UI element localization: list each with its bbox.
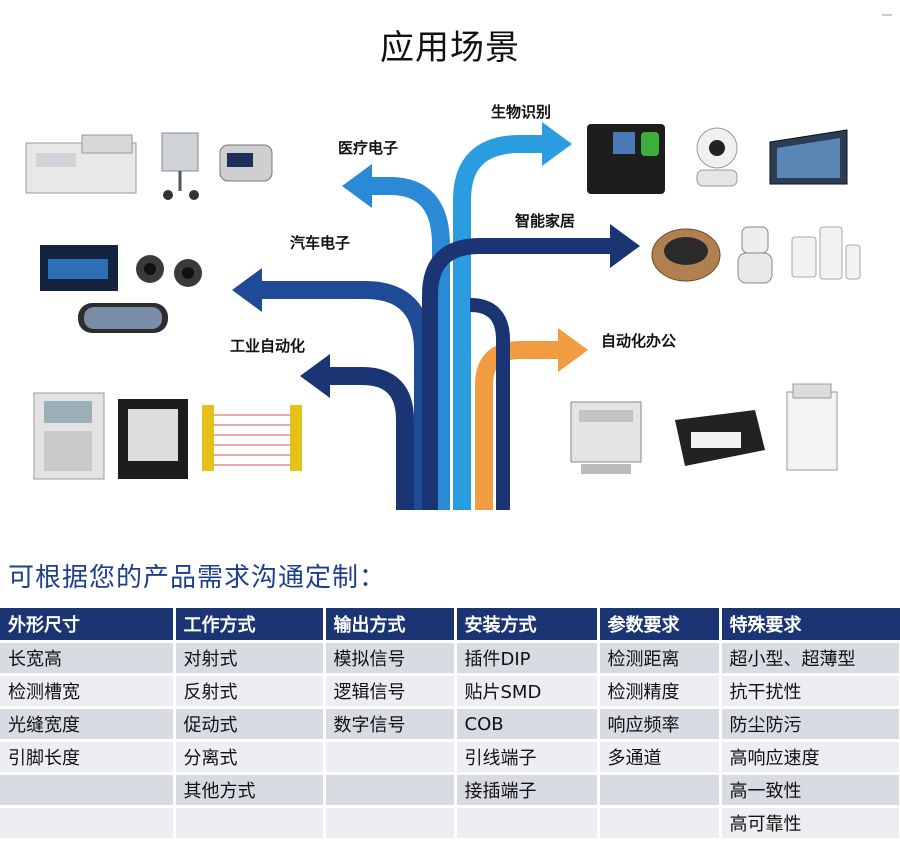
header-working-mode: 工作方式 [174,608,326,642]
page-title: 应用场景 [380,28,520,68]
arrow-industrial [325,367,414,510]
table-row: 高可靠性 [0,805,900,838]
arrowhead-office [558,328,588,372]
arrow-biometric [453,135,545,510]
table-cell: 高可靠性 [720,805,900,838]
medical-products-image [25,132,273,200]
table-cell: 逻辑信号 [324,673,457,708]
label-medical: 医疗电子 [338,139,399,157]
table-cell: 检测距离 [598,640,722,675]
label-auto: 汽车电子 [290,234,351,252]
table-cell: 响应频率 [598,706,722,741]
label-industrial: 工业自动化 [230,337,306,355]
label-smart-home: 智能家居 [515,212,576,230]
table-cell [324,772,457,807]
table-row: 长宽高 对射式 模拟信号 插件DIP 检测距离 超小型、超薄型 [0,640,900,675]
header-size: 外形尺寸 [0,608,176,642]
table-cell: 检测槽宽 [0,673,176,708]
table-cell [598,772,722,807]
table-row: 引脚长度 分离式 引线端子 多通道 高响应速度 [0,739,900,774]
arrowhead-auto [232,268,262,312]
table-cell: COB [455,706,600,741]
table-cell: 分离式 [174,739,326,774]
label-biometric: 生物识别 [491,103,552,121]
table-cell: 模拟信号 [324,640,457,675]
corner-mark [882,14,892,16]
table-cell [324,739,457,774]
table-cell: 引脚长度 [0,739,176,774]
table-cell: 防尘防污 [720,706,900,741]
arrowhead-biometric [542,122,572,166]
table-cell: 其他方式 [174,772,326,807]
biometric-products-image [587,124,848,194]
table-cell: 长宽高 [0,640,176,675]
table-cell [324,805,457,838]
table-cell [174,805,326,838]
table-cell: 多通道 [598,739,722,774]
table-row: 光缝宽度 促动式 数字信号 COB 响应频率 防尘防污 [0,706,900,741]
header-special: 特殊要求 [720,608,900,642]
arrow-office [475,341,560,510]
arrow-smart-home [422,238,612,510]
table-row: 其他方式 接插端子 高一致性 [0,772,900,807]
header-mounting: 安装方式 [455,608,600,642]
table-row: 检测槽宽 反射式 逻辑信号 贴片SMD 检测精度 抗干扰性 [0,673,900,708]
table-cell: 引线端子 [455,739,600,774]
arrowhead-industrial [300,354,330,398]
smart-home-products-image [651,226,861,284]
arrowhead-medical [342,164,372,208]
label-office: 自动化办公 [601,332,677,350]
table-cell [0,772,176,807]
table-cell: 接插端子 [455,772,600,807]
table-cell [0,805,176,838]
customization-subtitle: 可根据您的产品需求沟通定制： [8,563,387,593]
application-flow-diagram [232,122,640,510]
arrow-medical [368,177,450,510]
table-header-row: 外形尺寸 工作方式 输出方式 安装方式 参数要求 特殊要求 [0,608,900,642]
industrial-products-image [33,392,302,480]
header-parameters: 参数要求 [598,608,722,642]
table-cell: 超小型、超薄型 [720,640,900,675]
table-cell: 光缝宽度 [0,706,176,741]
table-cell: 抗干扰性 [720,673,900,708]
auto-products-image [40,245,202,333]
table-cell: 反射式 [174,673,326,708]
table-cell: 高一致性 [720,772,900,807]
arrow-stem-right [469,298,510,510]
table-cell: 检测精度 [598,673,722,708]
table-cell: 对射式 [174,640,326,675]
arrowhead-smart-home [610,224,640,268]
table-cell [598,805,722,838]
table-cell [455,805,600,838]
table-cell: 贴片SMD [455,673,600,708]
table-cell: 数字信号 [324,706,457,741]
table-cell: 高响应速度 [720,739,900,774]
table-cell: 促动式 [174,706,326,741]
requirements-table: 外形尺寸 工作方式 输出方式 安装方式 参数要求 特殊要求 长宽高 对射式 模拟… [0,608,900,838]
table-cell: 插件DIP [455,640,600,675]
office-products-image [570,383,838,474]
header-output-mode: 输出方式 [324,608,457,642]
